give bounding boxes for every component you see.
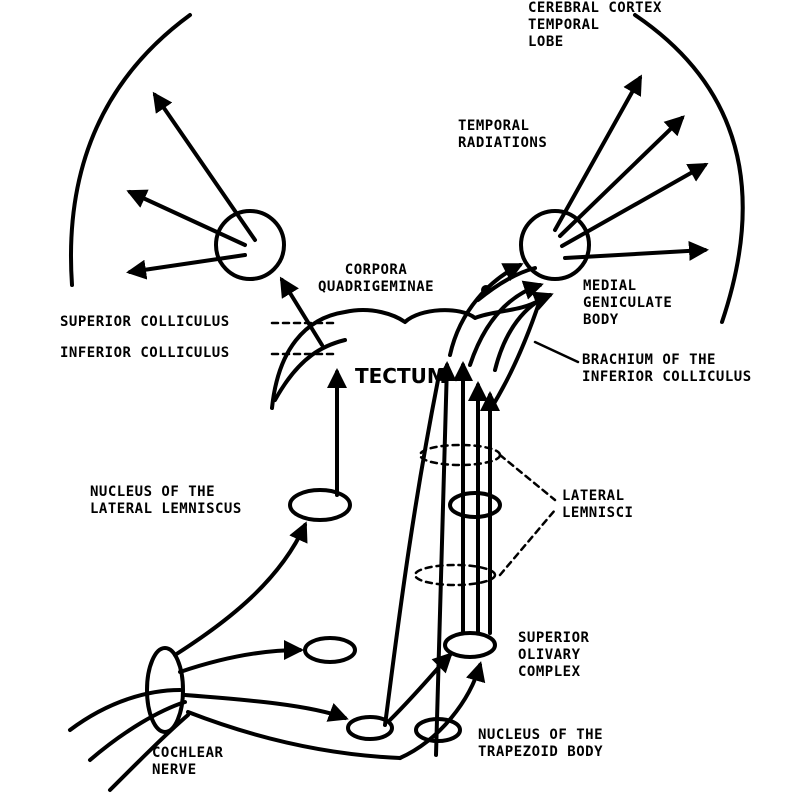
label-inferior-colliculus: INFERIOR COLLICULUS — [60, 345, 230, 361]
left-radiation-arrow — [126, 189, 247, 247]
tectum-inner — [273, 338, 347, 402]
label-brachium: BRACHIUM OF THE INFERIOR COLLICULUS — [582, 352, 752, 385]
cochlear-fibre — [108, 713, 190, 792]
label-nucleus-trapezoid: NUCLEUS OF THE TRAPEZOID BODY — [478, 727, 604, 760]
lateral-lemnisci-bracket — [498, 453, 557, 577]
tectum-to-colliculus-arrow — [279, 276, 324, 347]
superior-olivary-complex — [443, 631, 497, 659]
cortex-arc-right — [633, 13, 745, 324]
right-radiation-arrow — [558, 115, 685, 238]
cochlear-to-lemniscus-arrow — [173, 521, 308, 657]
label-tectum: TECTUM — [355, 364, 447, 388]
label-temporal-radiations: TEMPORAL RADIATIONS — [458, 118, 548, 151]
label-superior-colliculus: SUPERIOR COLLICULUS — [60, 314, 230, 330]
trapezoid-fibre — [383, 368, 442, 727]
trapezoid-nucleus-left — [346, 715, 394, 741]
right-radiation-arrow — [560, 163, 709, 248]
cochlear-nucleus — [303, 636, 357, 664]
lemniscus-dashed-oval-lower — [413, 563, 497, 587]
medial-geniculate-circle — [519, 209, 591, 281]
cochlear-output-arrow — [178, 640, 304, 674]
brachium-fibre — [468, 280, 544, 367]
ascending-fibre — [434, 361, 457, 757]
cochlear-output-arrow — [186, 710, 402, 760]
tectum-outline — [270, 298, 542, 410]
cortex-arc-left — [69, 13, 192, 287]
left-radiation-arrow — [152, 91, 257, 242]
brachium-leader — [533, 340, 580, 364]
label-lateral-lemnisci: LATERAL LEMNISCI — [562, 488, 634, 521]
olivary-input-arrow — [398, 661, 486, 760]
brachium-fibre — [493, 291, 554, 372]
brachium-fibre — [476, 266, 537, 302]
lateral-lemnisci-nucleus — [448, 491, 502, 519]
cochlear-fibre — [88, 700, 187, 762]
label-superior-olivary: SUPERIOR OLIVARY COMPLEX — [518, 630, 590, 680]
label-corpora-quadrigeminae: CORPORA QUADRIGEMINAE — [318, 262, 435, 295]
cochlear-output-arrow — [183, 693, 349, 722]
nucleus-lateral-lemniscus — [288, 488, 352, 522]
label-cerebral-cortex: CEREBRAL CORTEX TEMPORAL LOBE — [528, 0, 662, 50]
cochlear-fibre — [68, 688, 182, 732]
cochlear-nerve-bundle — [145, 646, 185, 734]
nucleus-trapezoid-body — [414, 717, 462, 743]
left-thalamic-circle — [214, 209, 286, 281]
left-radiation-arrow — [126, 253, 247, 280]
medial-geniculate-dot — [481, 285, 491, 295]
label-cochlear-nerve: COCHLEAR NERVE — [152, 745, 224, 778]
label-medial-geniculate: MEDIAL GENICULATE BODY — [583, 278, 673, 328]
right-radiation-arrow — [563, 240, 709, 261]
label-nucleus-lateral-lemniscus: NUCLEUS OF THE LATERAL LEMNISCUS — [90, 484, 242, 517]
right-radiation-arrow — [553, 74, 642, 232]
olivary-input-arrow — [388, 652, 453, 722]
